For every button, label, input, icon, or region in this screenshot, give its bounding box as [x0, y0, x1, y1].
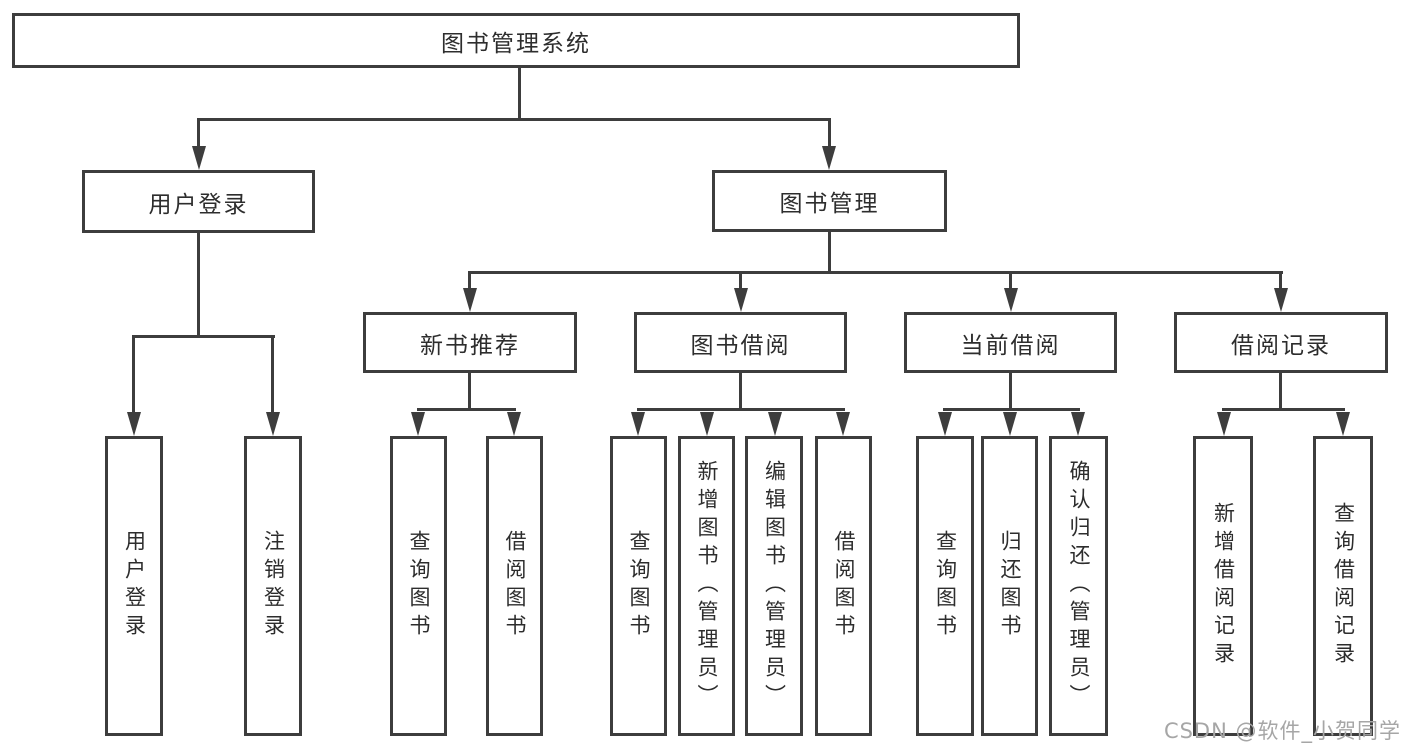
- leaf-user-login: 用户登录: [105, 436, 163, 736]
- leaf-logout: 注销登录: [244, 436, 302, 736]
- arrow-down-icon: [463, 288, 477, 312]
- leaf-edit-books-admin: 编辑图书（管理员）: [745, 436, 803, 736]
- arrow-down-icon: [1004, 288, 1018, 312]
- arrow-down-icon: [768, 412, 782, 436]
- arrow-down-icon: [938, 412, 952, 436]
- connector-line: [468, 271, 1283, 274]
- arrow-down-icon: [507, 412, 521, 436]
- connector-line: [197, 121, 200, 148]
- node-book-borrowing: 图书借阅: [634, 312, 847, 373]
- leaf-query-borrow-record: 查询借阅记录: [1313, 436, 1373, 736]
- connector-line: [1222, 408, 1345, 411]
- arrow-down-icon: [1274, 288, 1288, 312]
- arrow-down-icon: [734, 288, 748, 312]
- connector-line: [197, 233, 200, 337]
- arrow-down-icon: [1217, 412, 1231, 436]
- leaf-add-borrow-record: 新增借阅记录: [1193, 436, 1253, 736]
- connector-line: [637, 408, 845, 411]
- arrow-down-icon: [631, 412, 645, 436]
- connector-line: [132, 338, 135, 414]
- connector-line: [943, 408, 1080, 411]
- leaf-add-books-admin: 新增图书（管理员）: [678, 436, 735, 736]
- connector-line: [739, 373, 742, 410]
- arrow-down-icon: [700, 412, 714, 436]
- connector-line: [468, 373, 471, 410]
- node-borrow-records: 借阅记录: [1174, 312, 1388, 373]
- connector-line: [468, 274, 471, 290]
- arrow-down-icon: [1003, 412, 1017, 436]
- arrow-down-icon: [266, 412, 280, 436]
- leaf-borrow-books: 借阅图书: [815, 436, 872, 736]
- connector-line: [271, 338, 274, 414]
- leaf-confirm-return-admin: 确认归还（管理员）: [1049, 436, 1108, 736]
- leaf-borrow-books-recommend: 借阅图书: [486, 436, 543, 736]
- connector-line: [417, 408, 516, 411]
- arrow-down-icon: [836, 412, 850, 436]
- connector-line: [197, 118, 831, 121]
- connector-line: [1279, 373, 1282, 410]
- node-book-management: 图书管理: [712, 170, 947, 232]
- connector-line: [739, 274, 742, 290]
- leaf-query-books-borrowing: 查询图书: [610, 436, 667, 736]
- connector-line: [1009, 373, 1012, 410]
- node-root-system: 图书管理系统: [12, 13, 1020, 68]
- arrow-down-icon: [127, 412, 141, 436]
- arrow-down-icon: [192, 146, 206, 170]
- leaf-query-books-current: 查询图书: [916, 436, 974, 736]
- node-current-borrowing: 当前借阅: [904, 312, 1117, 373]
- arrow-down-icon: [411, 412, 425, 436]
- connector-line: [1009, 274, 1012, 290]
- connector-line: [828, 121, 831, 148]
- csdn-watermark: CSDN @软件_小贺同学: [1163, 719, 1401, 743]
- connector-line: [518, 68, 521, 120]
- arrow-down-icon: [1336, 412, 1350, 436]
- arrow-down-icon: [1071, 412, 1085, 436]
- connector-line: [1279, 274, 1282, 290]
- connector-line: [828, 232, 831, 273]
- node-user-login: 用户登录: [82, 170, 315, 233]
- leaf-query-books-recommend: 查询图书: [390, 436, 447, 736]
- leaf-return-books: 归还图书: [981, 436, 1038, 736]
- arrow-down-icon: [822, 146, 836, 170]
- node-new-book-recommend: 新书推荐: [363, 312, 577, 373]
- connector-line: [132, 335, 275, 338]
